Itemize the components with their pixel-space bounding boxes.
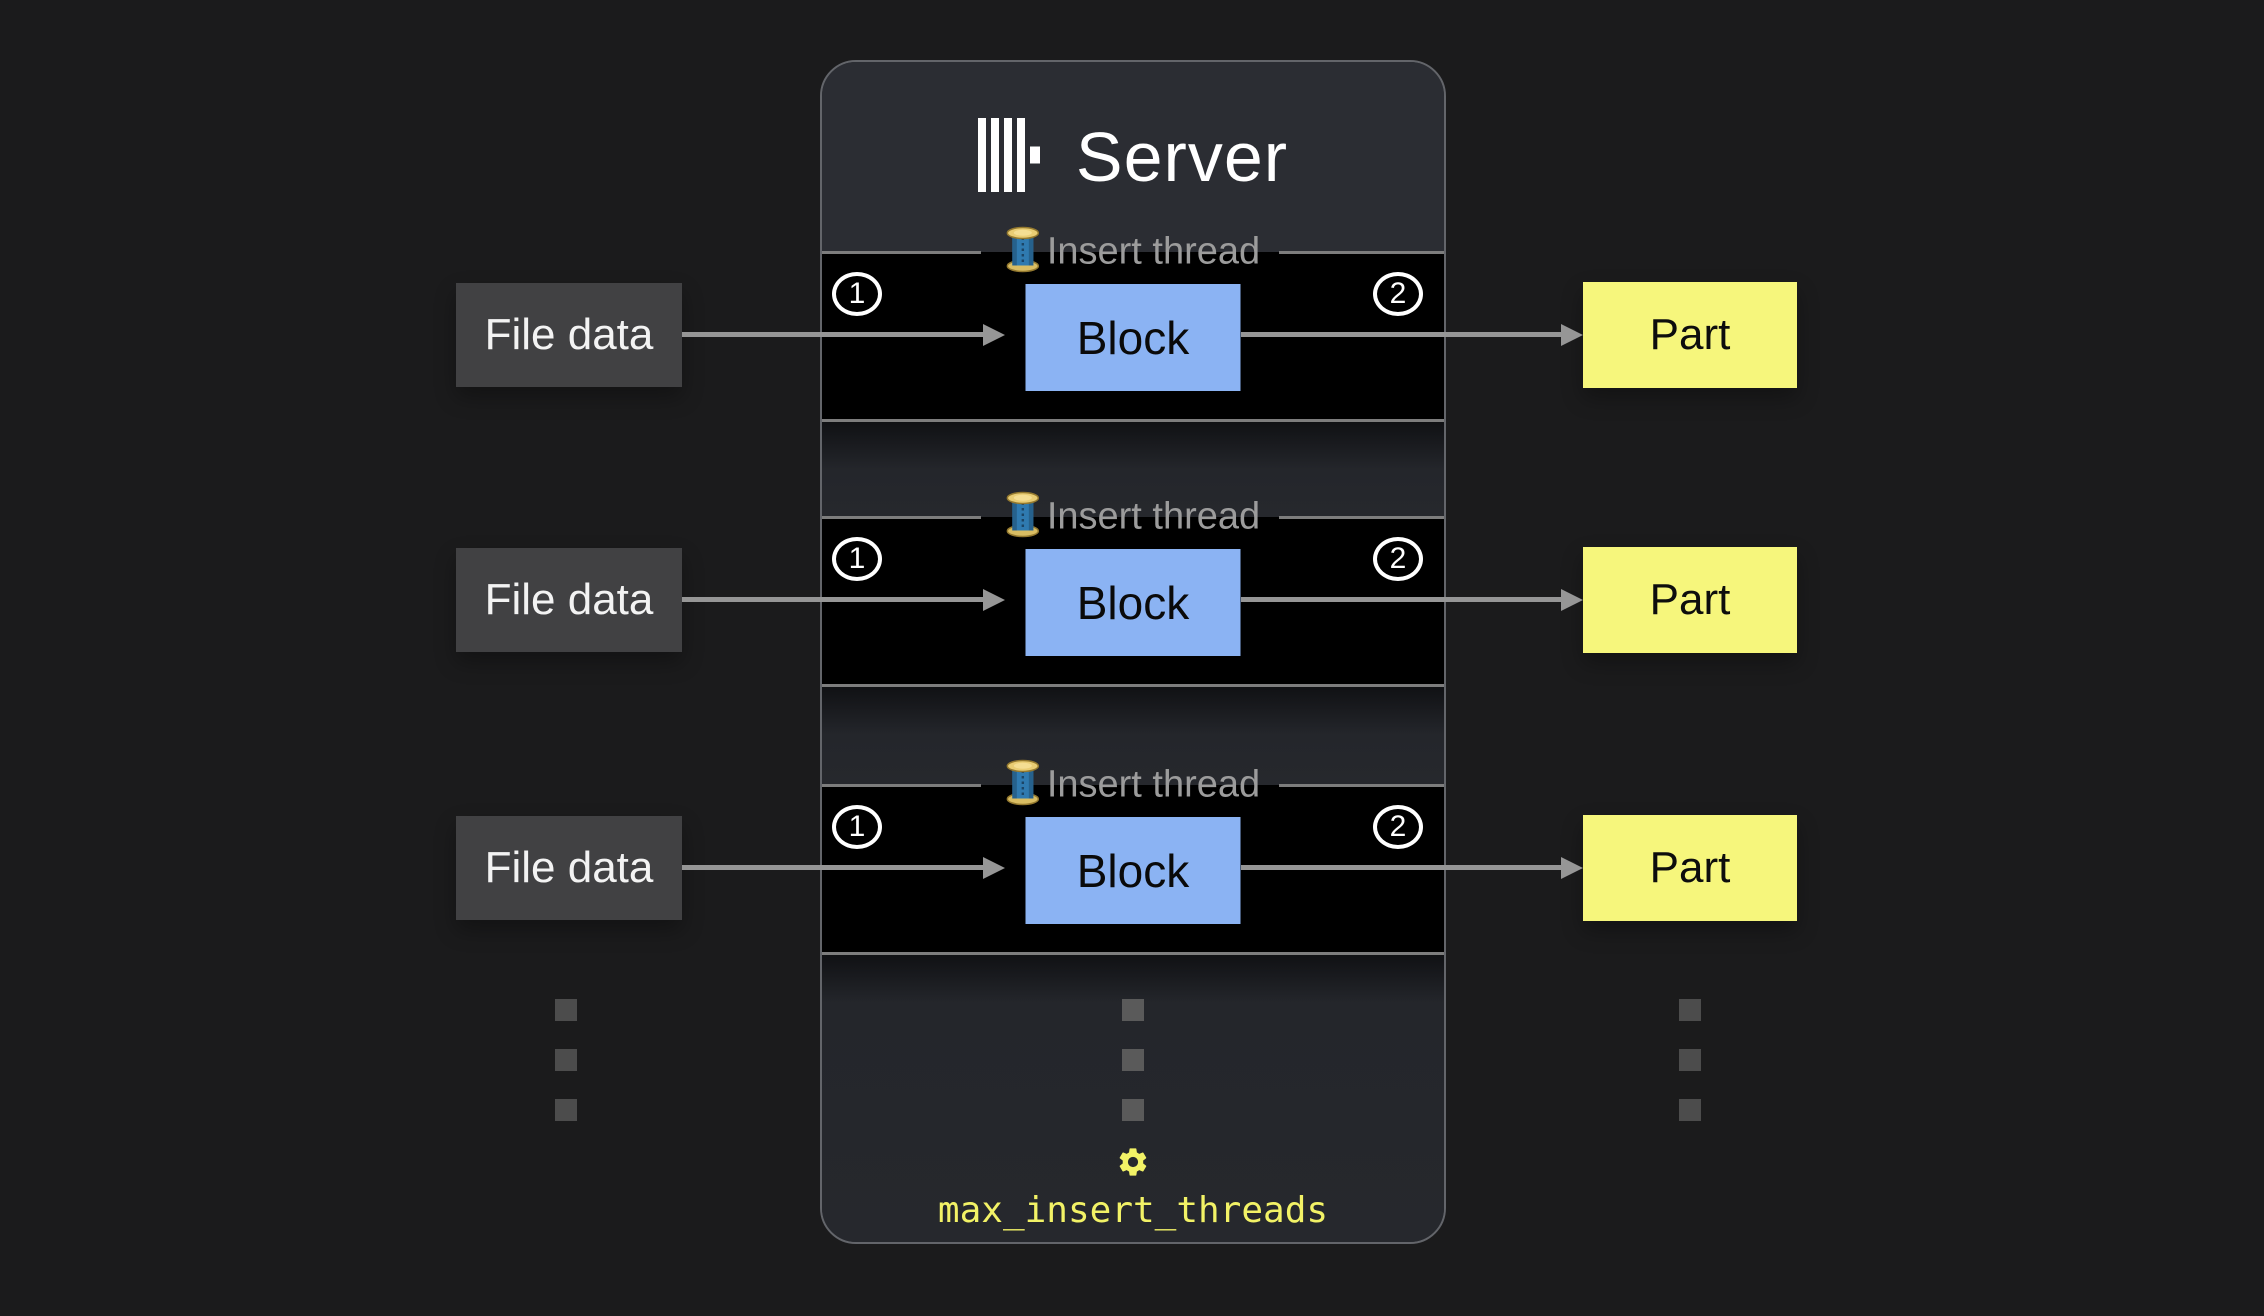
part-box: Part: [1583, 282, 1797, 388]
thread-spool-icon: [1006, 226, 1040, 278]
insert-thread-legend: Insert thread: [1006, 491, 1261, 543]
ellipsis-dot: [555, 1049, 577, 1071]
ellipsis-dot: [1679, 1049, 1701, 1071]
file-data-box: File data: [456, 548, 682, 652]
block-box: Block: [1025, 284, 1241, 391]
step-2-badge: 2: [1373, 805, 1423, 849]
arrow-block-to-part: [1241, 332, 1561, 337]
arrow-block-to-part: [1241, 597, 1561, 602]
block-box: Block: [1025, 549, 1241, 656]
insert-thread-label: Insert thread: [1046, 230, 1261, 273]
insert-thread-row: Insert thread 1 Block 2: [822, 226, 1444, 422]
ellipsis-dot: [555, 1099, 577, 1121]
clickhouse-logo-icon: [977, 117, 1040, 197]
arrow-file-to-block: [682, 332, 983, 337]
arrow-file-to-block: [682, 865, 983, 870]
part-box: Part: [1583, 547, 1797, 653]
insert-thread-label: Insert thread: [1046, 763, 1261, 806]
arrow-file-to-block: [682, 597, 983, 602]
insert-thread-label: Insert thread: [1046, 495, 1261, 538]
part-box: Part: [1583, 815, 1797, 921]
step-2-badge: 2: [1373, 272, 1423, 316]
insert-thread-legend: Insert thread: [1006, 759, 1261, 811]
ellipsis-dot: [555, 999, 577, 1021]
server-panel: Server Insert thr: [820, 60, 1446, 1244]
server-title: Server: [1075, 118, 1289, 196]
thread-spool-icon: [1006, 491, 1040, 543]
arrow-block-to-part: [1241, 865, 1561, 870]
step-1-badge: 1: [832, 805, 882, 849]
ellipsis-dot: [1679, 1099, 1701, 1121]
insert-thread-legend: Insert thread: [1006, 226, 1261, 278]
file-data-box: File data: [456, 816, 682, 920]
max-insert-threads-setting: max_insert_threads: [937, 1190, 1329, 1231]
server-header: Server: [822, 62, 1444, 252]
row-gap: [822, 687, 1444, 785]
ellipsis-dot: [1122, 999, 1144, 1021]
step-2-badge: 2: [1373, 537, 1423, 581]
ellipsis-dot: [1679, 999, 1701, 1021]
step-1-badge: 1: [832, 537, 882, 581]
gear-icon: [1116, 1145, 1150, 1184]
thread-spool-icon: [1006, 759, 1040, 811]
file-data-box: File data: [456, 283, 682, 387]
insert-thread-row: Insert thread 1 Block 2: [822, 491, 1444, 687]
block-box: Block: [1025, 817, 1241, 924]
step-1-badge: 1: [832, 272, 882, 316]
insert-thread-row: Insert thread 1 Block 2: [822, 759, 1444, 955]
ellipsis-dot: [1122, 1099, 1144, 1121]
ellipsis-dot: [1122, 1049, 1144, 1071]
row-gap: [822, 422, 1444, 517]
